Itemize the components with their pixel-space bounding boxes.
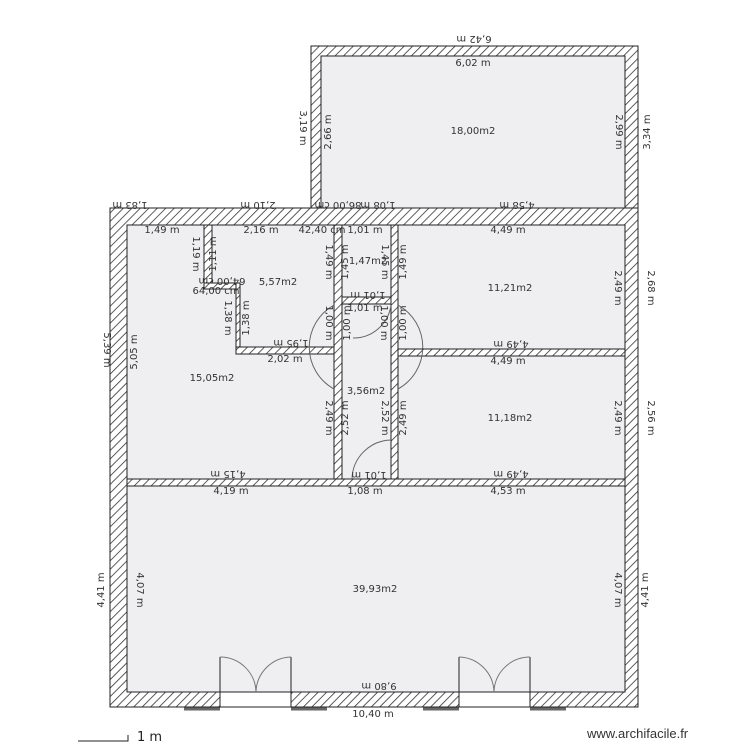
svg-text:4,15 m: 4,15 m [210,468,245,479]
watermark[interactable]: www.archifacile.fr [587,726,689,741]
svg-text:64,00 cm: 64,00 cm [198,275,245,286]
svg-text:2,49 m: 2,49 m [323,400,334,435]
door-swing-hallway [351,439,392,480]
svg-text:4,07 m: 4,07 m [134,572,145,607]
room-annex[interactable] [320,55,626,209]
svg-text:9,80 m: 9,80 m [361,680,396,691]
svg-text:6,02 m: 6,02 m [455,58,490,69]
svg-text:4,07 m: 4,07 m [612,572,623,607]
interior-doors[interactable] [308,304,432,480]
area-annex: 18,00m2 [451,126,496,137]
svg-text:2,16 m: 2,16 m [243,225,278,236]
svg-text:1,00 m: 1,00 m [378,305,389,340]
svg-text:1,01 m: 1,01 m [351,469,386,480]
svg-text:2,49 m: 2,49 m [398,400,409,435]
svg-text:1,08 m: 1,08 m [360,199,395,210]
svg-text:3,34 m: 3,34 m [642,114,653,149]
svg-text:1,45 m: 1,45 m [340,244,351,279]
svg-text:1,08 m: 1,08 m [347,486,382,497]
svg-text:4,58 m: 4,58 m [499,199,534,210]
svg-text:1,38 m: 1,38 m [241,300,252,335]
area-left-top: 5,57m2 [259,277,297,288]
svg-text:4,19 m: 4,19 m [213,486,248,497]
svg-text:10,40 m: 10,40 m [352,709,394,720]
svg-text:1,00 m: 1,00 m [342,305,353,340]
svg-text:1,00 m: 1,00 m [323,305,334,340]
svg-text:2,66 m: 2,66 m [323,114,334,149]
svg-text:2,10 m: 2,10 m [240,199,275,210]
door-swing-right-top [397,304,424,390]
scale-bar [78,735,129,742]
svg-text:6,42 m: 6,42 m [456,33,491,44]
room-floors [126,55,626,693]
svg-text:2,52 m: 2,52 m [340,400,351,435]
svg-text:64,00 cm: 64,00 cm [192,286,239,297]
svg-text:3,19 m: 3,19 m [297,110,308,145]
svg-text:4,49 m: 4,49 m [490,225,525,236]
svg-text:1,45 m: 1,45 m [379,244,390,279]
svg-text:86,00 cm: 86,00 cm [314,199,361,210]
svg-text:1,49 m: 1,49 m [144,225,179,236]
svg-text:1,01 m: 1,01 m [347,225,382,236]
dimension-labels: 6,42 m 6,02 m 3,19 m 2,66 m 2,99 m 3,34 … [96,33,656,720]
svg-text:1,19 m: 1,19 m [190,236,201,271]
svg-text:5,39 m: 5,39 m [101,332,112,367]
svg-text:1,38 m: 1,38 m [222,300,233,335]
svg-text:4,49 m: 4,49 m [493,338,528,349]
svg-text:1,49 m: 1,49 m [398,244,409,279]
svg-text:4,53 m: 4,53 m [490,486,525,497]
svg-text:2,49 m: 2,49 m [612,400,623,435]
svg-text:1,11 m: 1,11 m [208,236,219,271]
svg-text:4,49 m: 4,49 m [490,356,525,367]
svg-text:1,83 m: 1,83 m [112,199,147,210]
svg-text:1,49 m: 1,49 m [323,244,334,279]
svg-text:2,56 m: 2,56 m [645,400,656,435]
area-labels: 18,00m2 5,57m2 15,05m2 1,47m2 3,56m2 11,… [190,126,533,595]
room-right-top[interactable] [397,224,626,350]
scale-label: 1 m [137,730,163,745]
svg-text:2,52 m: 2,52 m [379,400,390,435]
area-left: 15,05m2 [190,373,235,384]
svg-text:1,00 m: 1,00 m [398,305,409,340]
entrance-doors[interactable] [219,656,531,708]
svg-text:2,99 m: 2,99 m [613,114,624,149]
area-right-top: 11,21m2 [488,283,533,294]
area-right-mid: 11,18m2 [488,413,533,424]
room-right-mid[interactable] [397,355,626,480]
svg-text:42,40 cm: 42,40 cm [298,225,345,236]
area-hallway: 3,56m2 [347,386,385,397]
svg-text:2,49 m: 2,49 m [612,270,623,305]
svg-text:4,49 m: 4,49 m [493,468,528,479]
svg-text:1,01 m: 1,01 m [350,289,385,300]
svg-text:2,68 m: 2,68 m [645,270,656,305]
area-wc: 1,47m2 [349,256,387,267]
svg-text:4,41 m: 4,41 m [96,572,107,607]
svg-text:4,41 m: 4,41 m [640,572,651,607]
room-living[interactable] [126,485,626,693]
door-swing-left-top [308,304,335,390]
svg-text:2,02 m: 2,02 m [267,354,302,365]
svg-text:1,01 m: 1,01 m [347,303,382,314]
svg-text:5,05 m: 5,05 m [129,334,140,369]
area-living: 39,93m2 [353,584,398,595]
interior-walls [126,224,626,487]
door-swing-wc [352,304,392,339]
svg-text:1,95 m: 1,95 m [273,337,308,348]
